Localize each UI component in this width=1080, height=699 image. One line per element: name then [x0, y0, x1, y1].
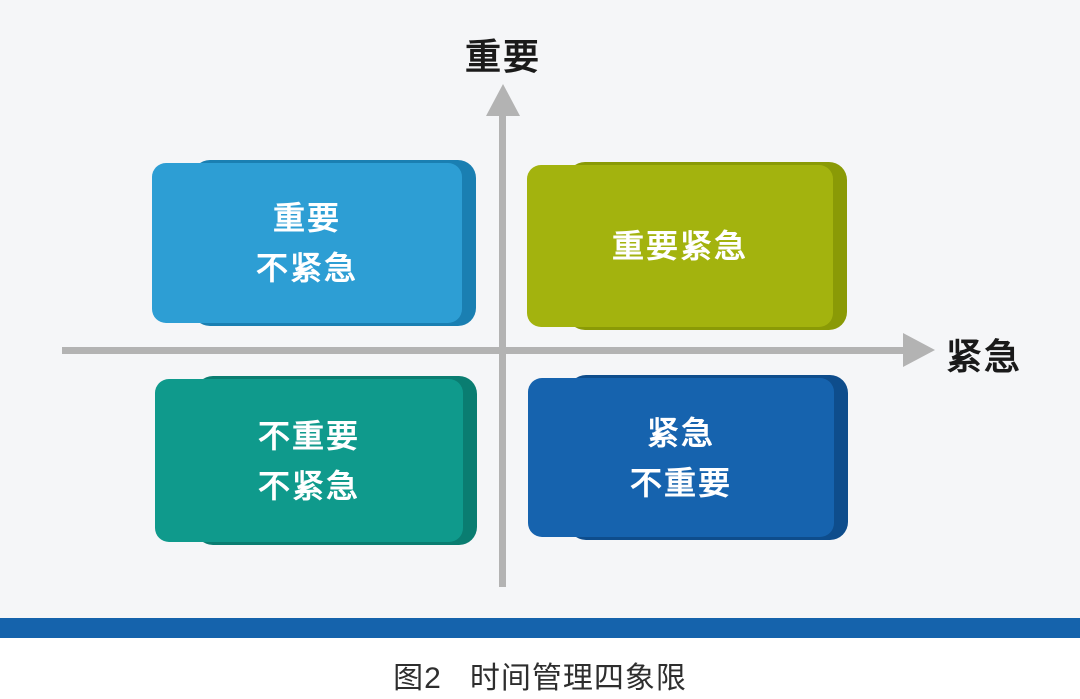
caption-area: 图2 时间管理四象限 — [0, 638, 1080, 699]
quadrant-face: 紧急 不重要 — [528, 378, 834, 537]
divider-bar — [0, 618, 1080, 638]
quadrant-label-line: 重要紧急 — [611, 228, 748, 264]
x-axis-line — [62, 347, 906, 354]
figure-title: 时间管理四象限 — [469, 662, 687, 695]
quadrant-urgent-not-important: 紧急 不重要 — [528, 375, 848, 540]
quadrant-face: 重要紧急 — [527, 165, 833, 327]
quadrant-label-line: 紧急 — [646, 414, 715, 451]
quadrant-label-line: 不重要 — [257, 417, 360, 454]
y-axis-arrow-icon — [486, 84, 520, 116]
y-axis-label: 重要 — [464, 36, 541, 77]
quadrant-label-line: 不紧急 — [255, 250, 358, 286]
quadrant-face: 不重要 不紧急 — [155, 379, 463, 542]
x-axis-arrow-icon — [903, 333, 935, 367]
quadrant-important-not-urgent: 重要 不紧急 — [152, 160, 476, 326]
figure-caption: 图2 时间管理四象限 — [0, 653, 1080, 697]
quadrant-label-line: 不重要 — [629, 464, 732, 501]
quadrant-label-line: 重要 — [272, 200, 341, 236]
y-axis-line — [499, 100, 506, 587]
quadrant-not-important-not-urgent: 不重要 不紧急 — [155, 376, 477, 545]
x-axis-label: 紧急 — [946, 336, 1023, 377]
quadrant-important-urgent: 重要紧急 — [527, 162, 847, 330]
quadrant-label-line: 不紧急 — [257, 467, 360, 504]
quadrant-face: 重要 不紧急 — [152, 163, 462, 323]
figure-number: 图2 — [393, 662, 442, 695]
